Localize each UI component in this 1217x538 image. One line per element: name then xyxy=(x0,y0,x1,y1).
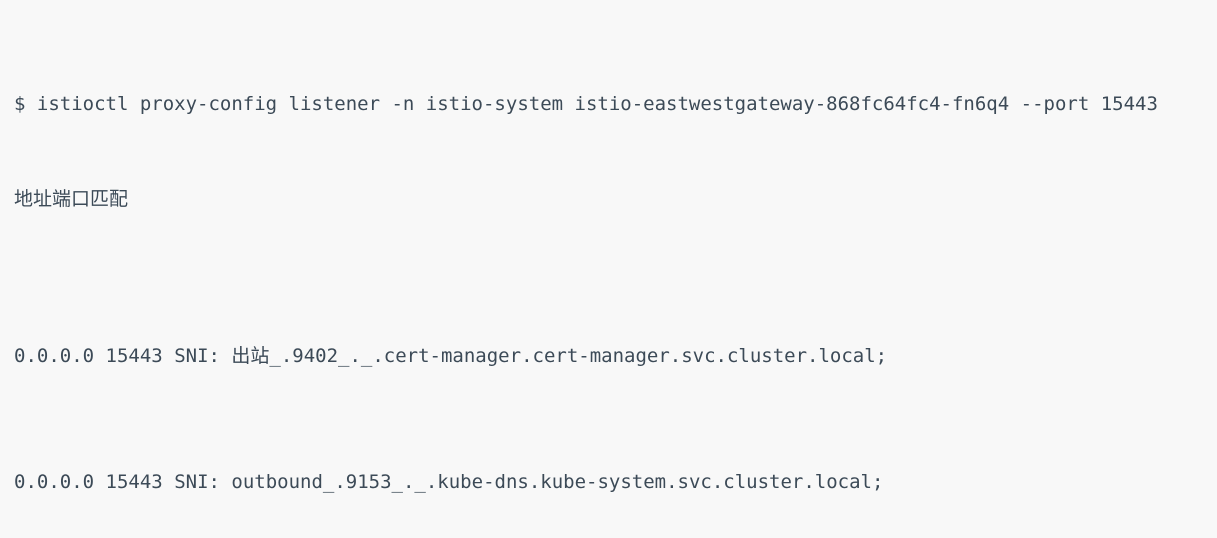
command-line: $ istioctl proxy-config listener -n isti… xyxy=(14,89,1207,121)
listener-port: 15443 xyxy=(105,345,163,367)
listener-row: 0.0.0.0 15443 SNI: outbound_.9153_._.kub… xyxy=(14,467,1207,499)
listener-rows: 0.0.0.0 15443 SNI: 出站_.9402_._.cert-mana… xyxy=(14,278,1207,538)
sni-label: SNI: xyxy=(174,345,220,367)
listener-address: 0.0.0.0 xyxy=(14,345,95,367)
columns-header: 地址端口匹配 xyxy=(14,184,1207,216)
columns-header-text: 地址端口匹配 xyxy=(14,187,129,210)
listener-address: 0.0.0.0 xyxy=(14,471,95,493)
listener-row: 0.0.0.0 15443 SNI: 出站_.9402_._.cert-mana… xyxy=(14,341,1207,373)
listener-port: 15443 xyxy=(105,471,163,493)
sni-label: SNI: xyxy=(174,471,220,493)
listener-sni-destination: outbound_.9153_._.kube-dns.kube-system.s… xyxy=(231,471,884,493)
command-text: $ istioctl proxy-config listener -n isti… xyxy=(14,93,1158,115)
listener-sni-destination: 出站_.9402_._.cert-manager.cert-manager.sv… xyxy=(231,345,888,367)
